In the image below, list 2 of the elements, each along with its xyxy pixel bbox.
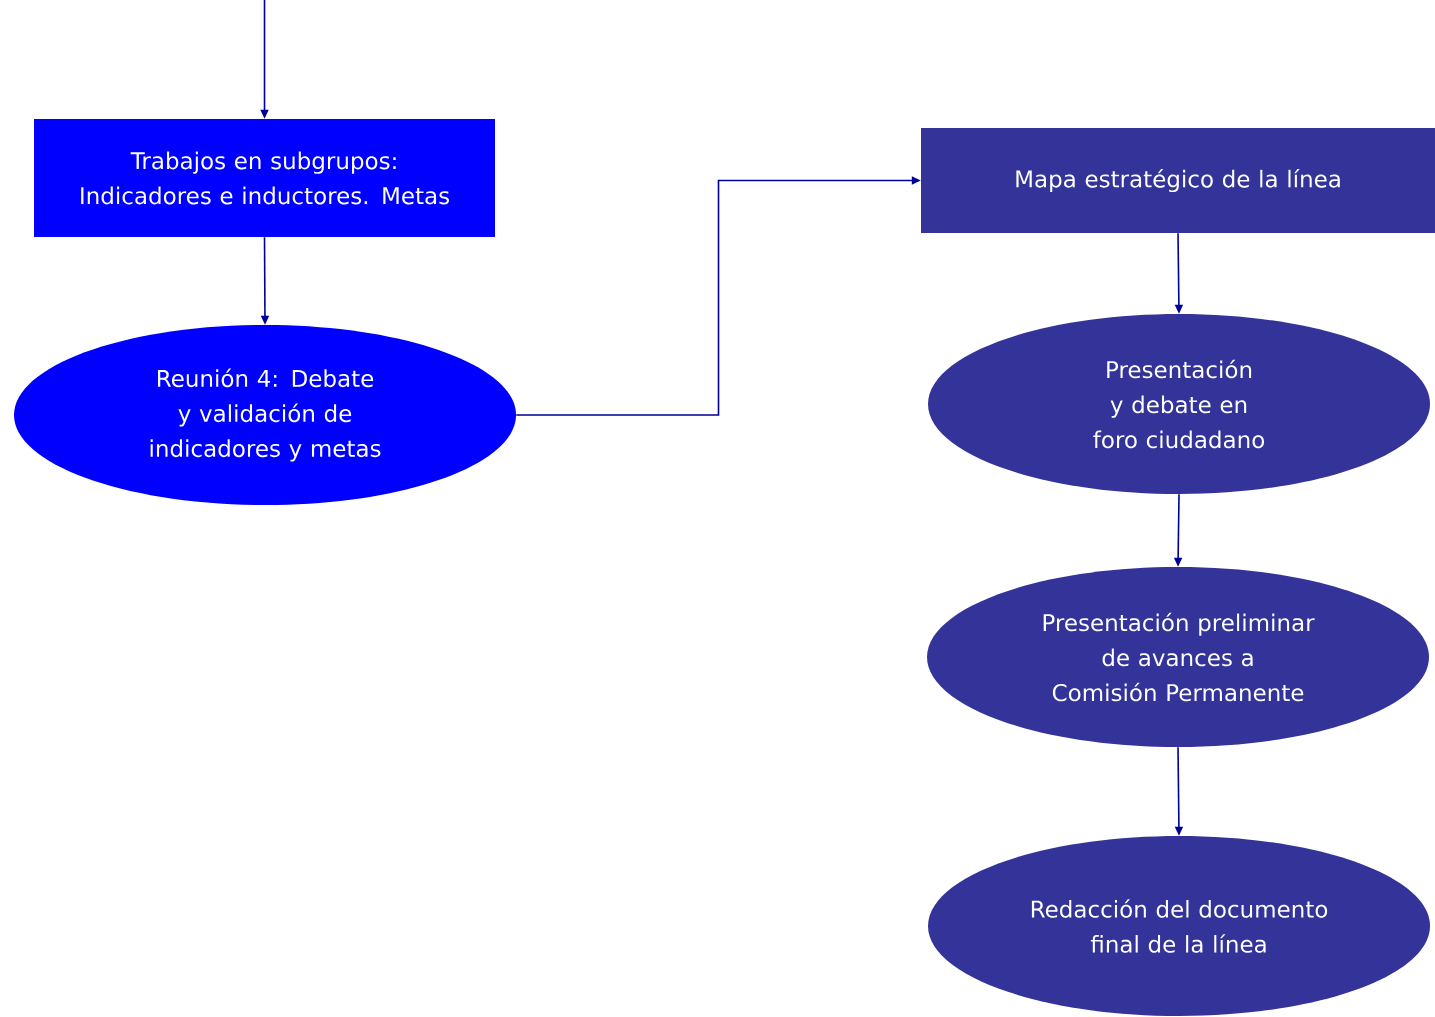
process-box: Mapa estratégico de la línea [921, 128, 1435, 233]
process-box: Trabajos en subgrupos: Indicadores e inductores. Metas [34, 119, 495, 237]
